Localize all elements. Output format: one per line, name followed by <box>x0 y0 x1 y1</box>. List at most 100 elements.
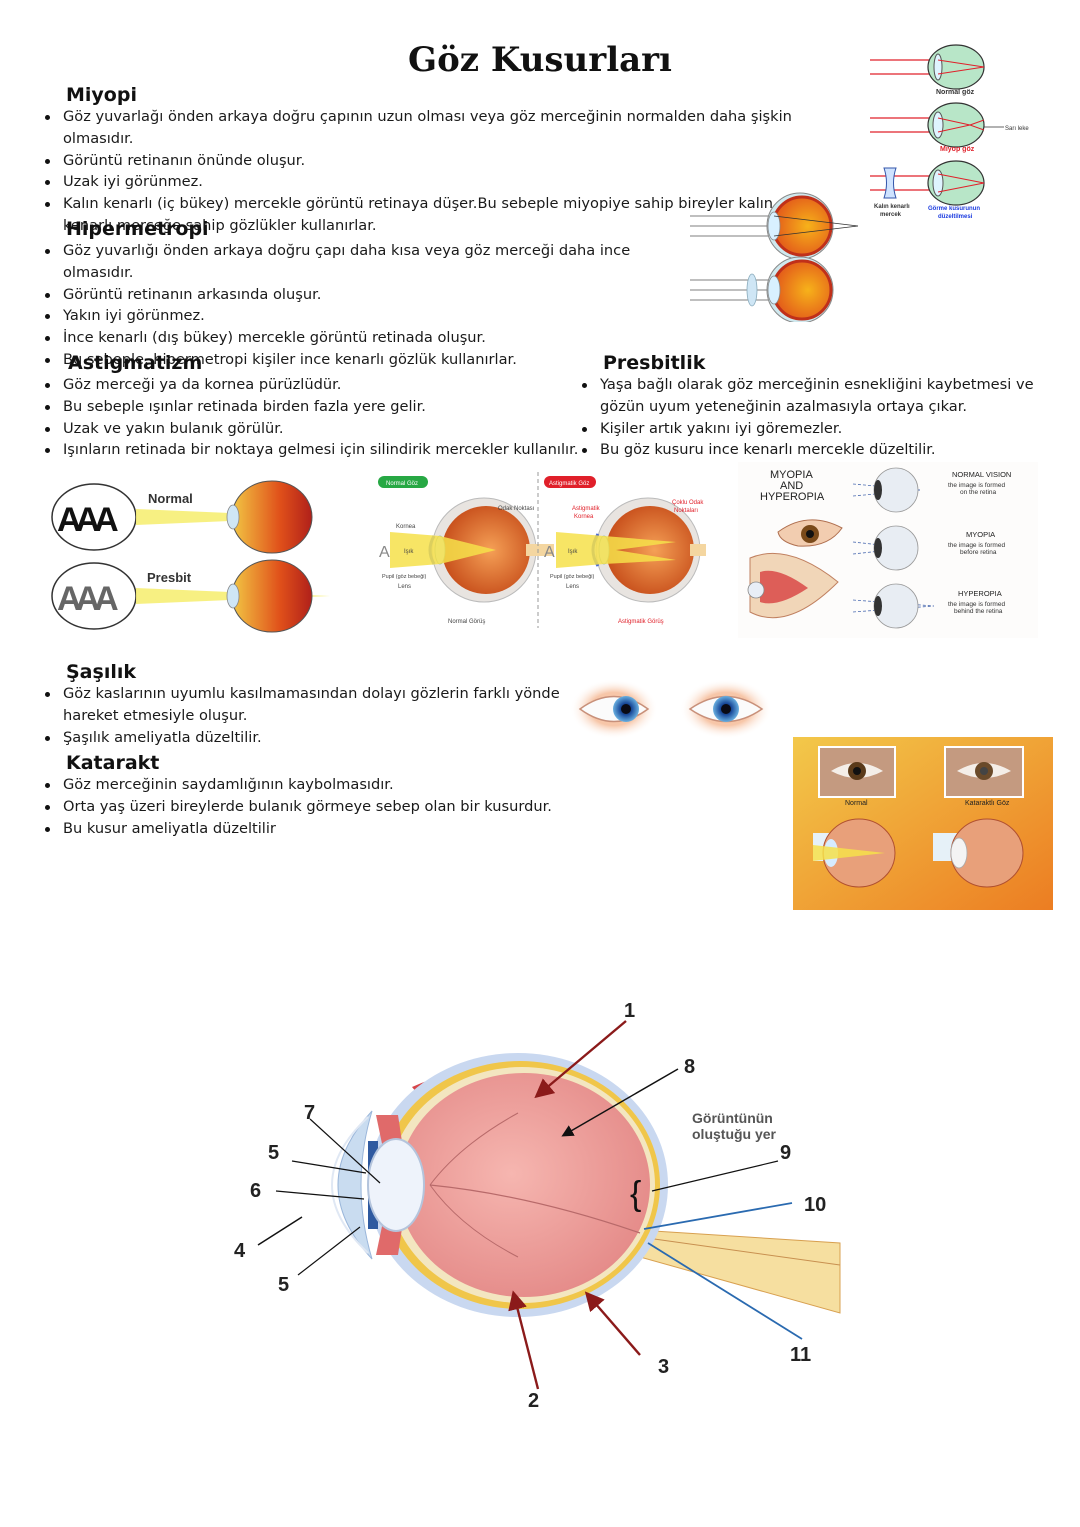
list-item: Bu sebeple, hipermetropi kişiler ince ke… <box>40 349 700 371</box>
coklu-label-1: Çoklu Odak <box>672 500 704 506</box>
presbyopia-figure: AAA Normal AAA Presbit <box>51 480 330 633</box>
label-9: 9 <box>780 1142 791 1164</box>
hyperopia-figure <box>690 192 859 322</box>
normal-eye-row: AAA Normal <box>51 480 313 554</box>
vitreous-body <box>398 1073 650 1297</box>
heading-sasilik: Şaşılık <box>66 661 136 683</box>
list-item: Uzak ve yakın bulanık görülür. <box>40 418 580 440</box>
hyperopia-eye-corrected <box>690 256 834 322</box>
kornea-label: Kornea <box>396 524 416 530</box>
normal-eye-photo: Normal <box>813 746 896 888</box>
normal-vision-sub-1: the image is formed <box>948 482 1005 489</box>
list-item: Bu sebeple ışınlar retinada birden fazla… <box>40 396 580 418</box>
cornea <box>337 1110 373 1260</box>
myopia-label: MYOPIA <box>966 530 995 539</box>
list-item: Yakın iyi görünmez. <box>40 305 700 327</box>
label-3: 3 <box>658 1356 669 1378</box>
right-eye <box>680 679 772 739</box>
myopia-eye-diagram: Sarı leke Miyop göz <box>870 102 1029 153</box>
normal-vision-sub-2: on the retina <box>960 489 997 496</box>
pupil-label-2: Pupil (göz bebeği) <box>550 574 595 580</box>
list-item: Yaşa bağlı olarak göz merceğinin esnekli… <box>577 374 1067 418</box>
myopia-eye-label: Miyop göz <box>940 146 975 153</box>
cataract-label: Kataraktlı Göz <box>965 800 1010 807</box>
presbit-label: Presbit <box>147 570 192 585</box>
pointer-1 <box>534 1020 627 1099</box>
myopia-row: MYOPIA the image is formed before retina <box>777 519 1005 571</box>
astig-gorus-label: Astigmatik Görüş <box>618 619 664 625</box>
heading-hipermetropi: Hipermetropi <box>66 218 209 240</box>
vision-comparison-figure: MYOPIA AND HYPEROPIA NORMAL VISION the i… <box>738 462 1038 638</box>
pointer-3 <box>584 1291 641 1356</box>
letter-a-normal: A <box>379 544 390 561</box>
list-item: Orta yaş üzeri bireylerde bulanık görmey… <box>40 796 600 818</box>
coklu-label-2: Noktaları <box>674 508 698 514</box>
normal-eye-diagram: Normal göz <box>870 44 985 96</box>
left-eye <box>570 679 658 739</box>
label-5-lower: 5 <box>278 1274 289 1296</box>
heading-katarakt: Katarakt <box>66 752 160 774</box>
normal-eye-label: Normal göz <box>936 89 975 96</box>
list-hipermetropi: Göz yuvarlığı önden arkaya doğru çapı da… <box>40 240 700 371</box>
list-item: Bu kusur ameliyatla düzeltilir <box>40 818 600 840</box>
lens-label-2: mercek <box>880 212 902 218</box>
label-4: 4 <box>234 1240 246 1262</box>
list-item: Göz yuvarlağı önden arkaya doğru çapının… <box>40 106 840 150</box>
fix-label-1: Görme kusurunun <box>928 206 980 212</box>
astigmatic-eye-panel: Astigmatik Göz A Astigmatik Kornea Işık … <box>544 476 706 625</box>
heading-miyopi: Miyopi <box>66 84 137 106</box>
normal-gorus-label: Normal Görüş <box>448 619 485 625</box>
lens-label: Lens <box>398 584 411 590</box>
odak-label: Odak Noktası <box>498 506 535 512</box>
fix-label-2: düzeltilmesi <box>938 214 973 220</box>
pointer-8 <box>561 1068 679 1137</box>
vision-title-3: HYPEROPIA <box>760 491 825 503</box>
myopia-sub-1: the image is formed <box>948 542 1005 549</box>
astigmatism-figure: Normal Göz A Kornea Işık Pupil (göz bebe… <box>378 472 706 628</box>
letters-sharp: AAA <box>57 501 118 539</box>
pointer-6 <box>275 1190 365 1200</box>
presbit-eye-row: AAA Presbit <box>51 559 330 633</box>
list-item: Şaşılık ameliyatla düzeltilir. <box>40 727 560 749</box>
label-7: 7 <box>304 1102 315 1124</box>
isik-label-2: Işık <box>568 549 578 555</box>
list-item: Kalın kenarlı (iç bükey) mercekle görünt… <box>40 193 803 237</box>
list-sasilik: Göz kaslarının uyumlu kasılmamasından do… <box>40 683 560 748</box>
cataract-eye-photo: Kataraktlı Göz <box>933 746 1024 888</box>
heading-presbitlik: Presbitlik <box>603 352 706 374</box>
astig-kornea-label-1: Astigmatik <box>572 506 601 512</box>
spot-label: Sarı leke <box>1005 126 1029 132</box>
list-item: Işınların retinada bir noktaya gelmesi i… <box>40 439 580 461</box>
lens <box>367 1138 425 1232</box>
pointer-10 <box>643 1202 793 1230</box>
vision-title-2: AND <box>780 480 803 492</box>
normal-vision-label: NORMAL VISION <box>952 470 1011 479</box>
normal-eye-panel: Normal Göz A Kornea Işık Pupil (göz bebe… <box>378 476 554 625</box>
label-10: 10 <box>804 1194 826 1216</box>
list-item: Göz yuvarlığı önden arkaya doğru çapı da… <box>40 240 700 284</box>
hyperopia-sub-1: the image is formed <box>948 601 1005 608</box>
list-astigmatizm: Göz merceği ya da kornea pürüzlüdür. Bu … <box>40 374 580 461</box>
normal-vision-row: NORMAL VISION the image is formed on the… <box>852 467 1011 513</box>
pointer-11 <box>647 1242 803 1340</box>
list-item: Göz merceğinin saydamlığının kaybolmasıd… <box>40 774 600 796</box>
pointer-4 <box>257 1216 303 1246</box>
hyperopia-sub-2: behind the retina <box>954 608 1003 615</box>
image-location-note-1: Görüntünün <box>692 1110 773 1126</box>
pointer-5a <box>291 1160 367 1174</box>
list-miyopi: Göz yuvarlağı önden arkaya doğru çapının… <box>40 106 840 237</box>
myopia-correction-figure: Normal göz Sarı leke Miyop göz Kalın ken… <box>870 44 1029 220</box>
list-item: Bu göz kusuru ince kenarlı mercekle düze… <box>577 439 1067 461</box>
corrected-eye-diagram: Kalın kenarlı mercek Görme kusurunun düz… <box>870 160 985 220</box>
lens-label-2: Lens <box>566 584 579 590</box>
list-presbitlik: Yaşa bağlı olarak göz merceğinin esnekli… <box>577 374 1067 461</box>
lens-label-1: Kalın kenarlı <box>874 204 910 210</box>
vision-title-1: MYOPIA <box>770 469 813 481</box>
list-item: Göz merceği ya da kornea pürüzlüdür. <box>40 374 580 396</box>
label-8: 8 <box>684 1056 695 1078</box>
label-11: 11 <box>790 1344 811 1366</box>
list-item: Göz kaslarının uyumlu kasılmamasından do… <box>40 683 560 727</box>
normal-label: Normal <box>845 800 868 807</box>
astig-tag: Astigmatik Göz <box>549 481 589 487</box>
pointer-2 <box>508 1290 540 1390</box>
